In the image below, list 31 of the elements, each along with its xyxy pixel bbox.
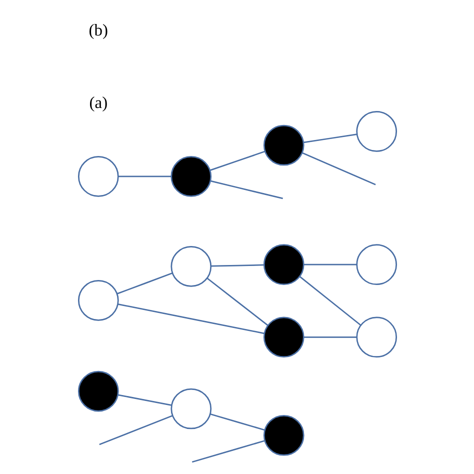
- node-circle: [77, 156, 118, 197]
- node-circle: [262, 124, 304, 166]
- node-circle: [356, 244, 397, 286]
- connector: [210, 413, 264, 431]
- connector: [303, 264, 356, 266]
- node-circle: [356, 316, 397, 358]
- connector: [209, 150, 265, 171]
- label: (a): [88, 92, 108, 112]
- connector: [298, 276, 361, 326]
- node-circle: [170, 246, 212, 287]
- label: (b): [88, 20, 108, 40]
- connector: [116, 272, 172, 294]
- node-circle: [77, 280, 118, 321]
- connector: [118, 394, 172, 406]
- node-circle: [262, 244, 304, 286]
- connector: [302, 152, 376, 186]
- connector: [191, 440, 264, 463]
- node-circle: [356, 111, 397, 152]
- node-circle: [262, 316, 304, 358]
- node-circle: [77, 370, 118, 412]
- node-circle: [170, 388, 212, 430]
- connector: [210, 180, 282, 200]
- connector: [303, 134, 356, 144]
- connector: [210, 264, 264, 267]
- node-circle: [262, 414, 304, 456]
- connector: [98, 415, 172, 446]
- connector: [303, 336, 356, 338]
- node-circle: [170, 156, 212, 197]
- connector: [206, 278, 268, 326]
- connector: [118, 176, 171, 178]
- connector: [117, 303, 264, 334]
